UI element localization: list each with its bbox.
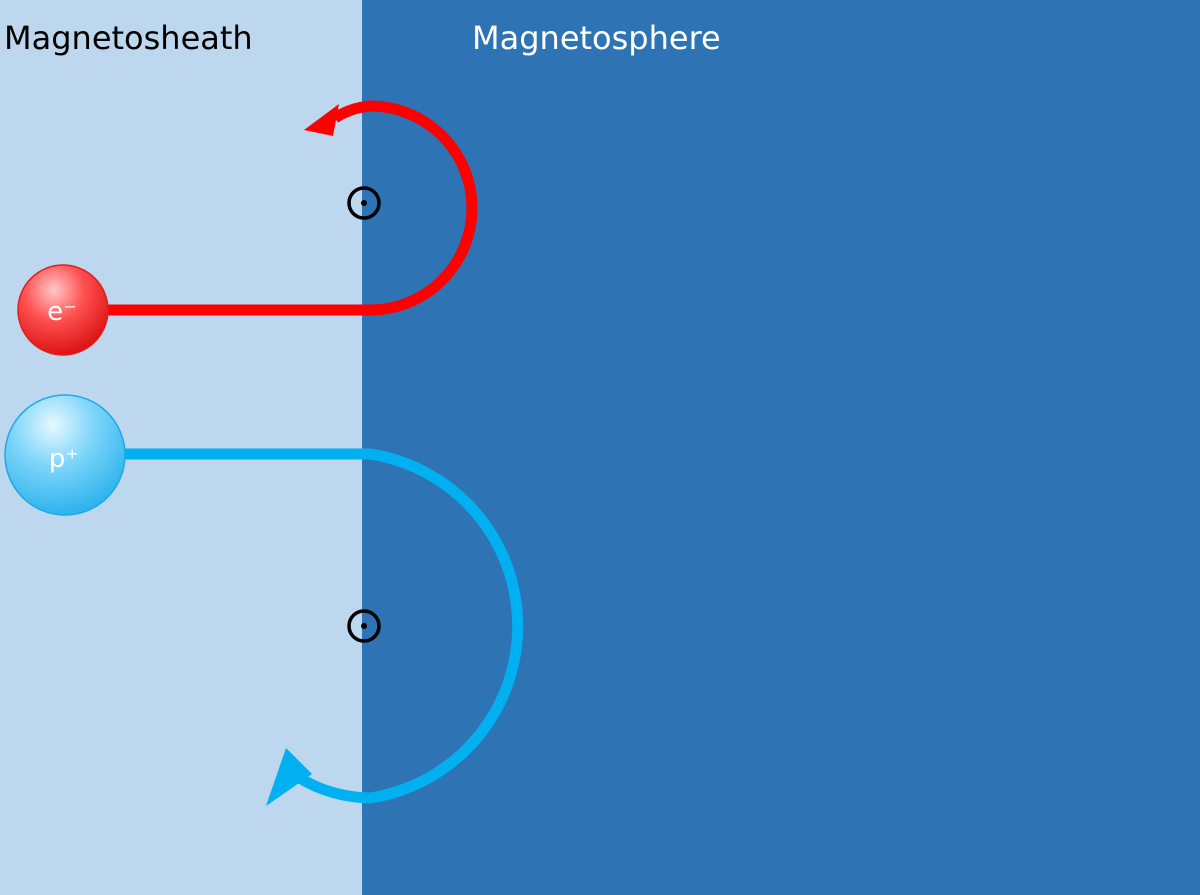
electron-particle: e⁻ (17, 264, 109, 356)
electron-arrowhead (304, 104, 339, 136)
magnetosphere-region (362, 0, 1200, 895)
field-out-of-page-icon (347, 609, 381, 643)
magnetosheath-label: Magnetosheath (4, 19, 253, 57)
proton-trajectory (124, 448, 524, 804)
proton-label: p⁺ (49, 444, 79, 474)
electron-label: e⁻ (47, 297, 77, 327)
electron-trajectory (105, 100, 478, 316)
magnetosphere-label: Magnetosphere (472, 19, 721, 57)
field-out-of-page-icon (347, 186, 381, 220)
proton-particle: p⁺ (4, 394, 126, 516)
proton-arrowhead (266, 748, 312, 806)
